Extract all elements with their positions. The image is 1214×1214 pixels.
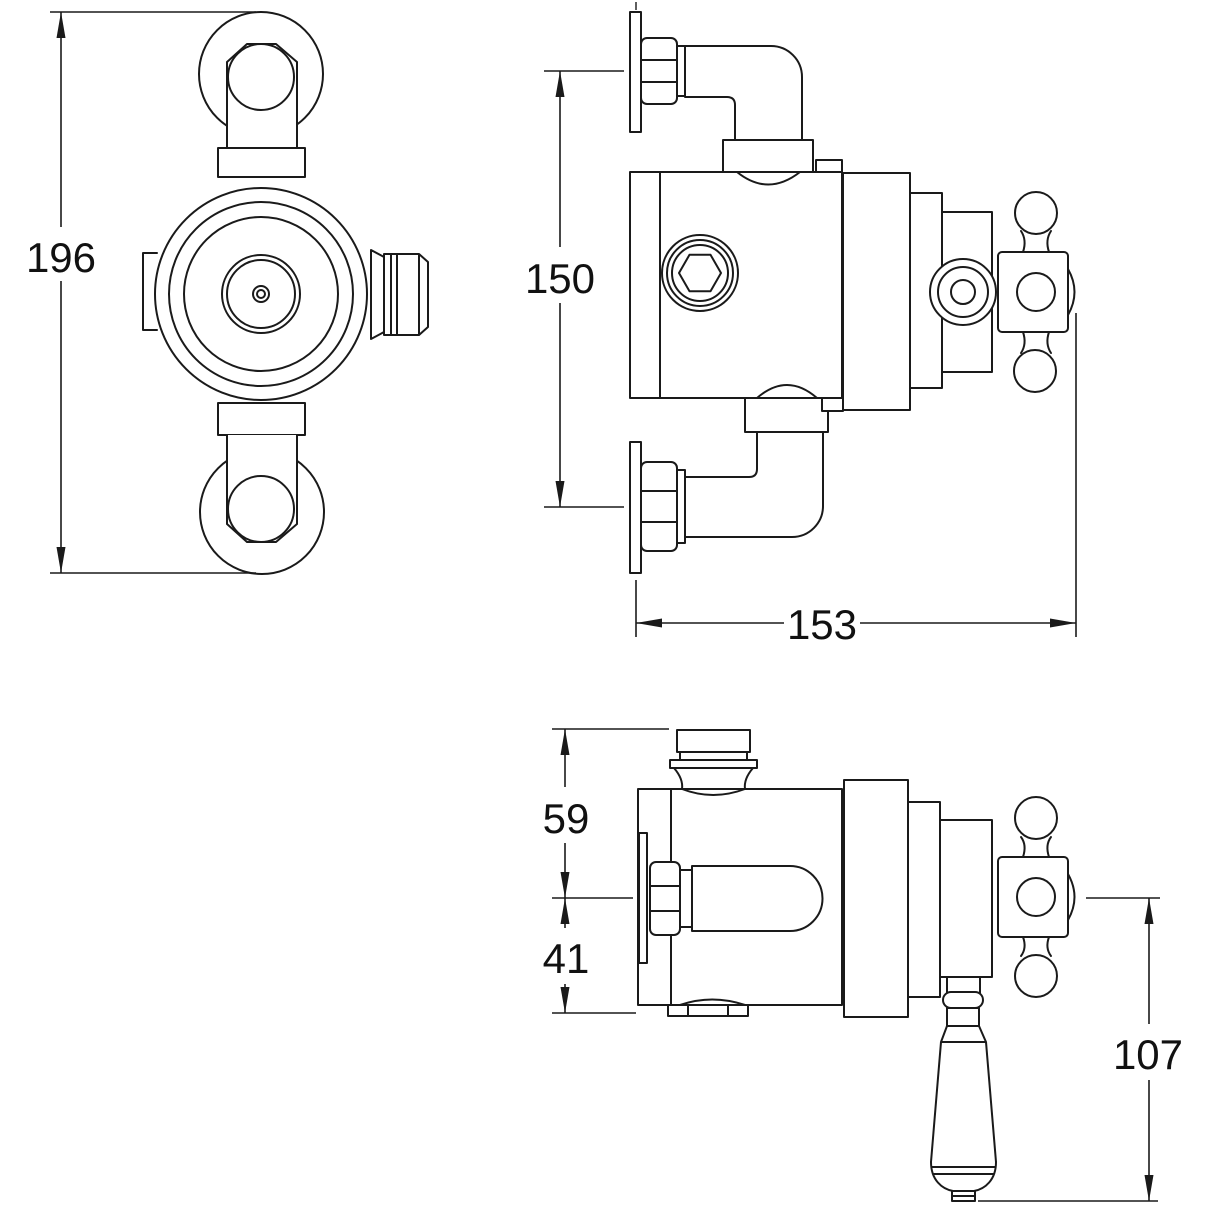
dimension-label-196: 196 [26, 234, 96, 281]
outlet-port [370, 249, 429, 340]
arrowhead-down-icon [1144, 1175, 1154, 1201]
dimension-overall-width: 153 [635, 313, 1077, 650]
top-view: 59 41 107 [536, 728, 1192, 1202]
arrowhead-up-icon [1144, 898, 1154, 924]
arrowhead-up-icon [560, 898, 570, 924]
dimension-label-153: 153 [787, 601, 857, 648]
arrowhead-up-icon [560, 729, 570, 755]
bonnet [939, 819, 993, 978]
dimension-label-150: 150 [525, 255, 595, 302]
hex-socket-plug [661, 234, 739, 312]
top-outlet-port [669, 729, 758, 790]
upper-wall-plate [629, 11, 642, 133]
hex-nut [649, 861, 681, 936]
adapter-ring [907, 801, 941, 998]
arrowhead-right-icon [1050, 618, 1076, 628]
arrowhead-up-icon [555, 71, 565, 97]
upper-union [722, 139, 814, 173]
bottom-flange [667, 998, 749, 1017]
arrowhead-down-icon [56, 547, 66, 573]
dimension-label-59: 59 [543, 795, 590, 842]
dimension-overall-height: 196 [26, 11, 256, 574]
cartridge-housing [843, 779, 909, 1018]
arrowhead-down-icon [560, 987, 570, 1013]
front-view: 196 [26, 11, 429, 575]
thermostat-knob [154, 187, 368, 401]
dimension-port-centres: 150 [524, 70, 624, 508]
lower-hex-nut [640, 461, 678, 552]
cartridge-housing [842, 172, 911, 411]
dimension-outlet-offset: 59 [536, 728, 669, 899]
left-port-tab [142, 252, 158, 331]
upper-hex-nut [640, 37, 678, 105]
arrowhead-down-icon [560, 872, 570, 898]
lower-inlet-elbow [684, 431, 824, 538]
dimension-label-107: 107 [1113, 1031, 1183, 1078]
cross-handle [997, 796, 1076, 998]
arrowhead-down-icon [555, 481, 565, 507]
lever-handle [930, 976, 997, 1202]
lower-union [744, 397, 829, 433]
dimension-handle-drop: 107 [978, 897, 1192, 1202]
side-inlet-port [649, 861, 824, 936]
cross-handle [997, 191, 1076, 393]
lower-union [217, 402, 306, 436]
side-view: 150 153 [524, 2, 1077, 650]
lower-wall-plate [629, 441, 642, 574]
arrowhead-left-icon [636, 618, 662, 628]
dimension-label-41: 41 [543, 935, 590, 982]
wall-plate-edge [638, 832, 648, 964]
arrowhead-up-icon [56, 12, 66, 38]
dimension-inlet-offset: 41 [538, 898, 636, 1014]
upper-union [217, 147, 306, 178]
upper-inlet-elbow [684, 45, 803, 141]
